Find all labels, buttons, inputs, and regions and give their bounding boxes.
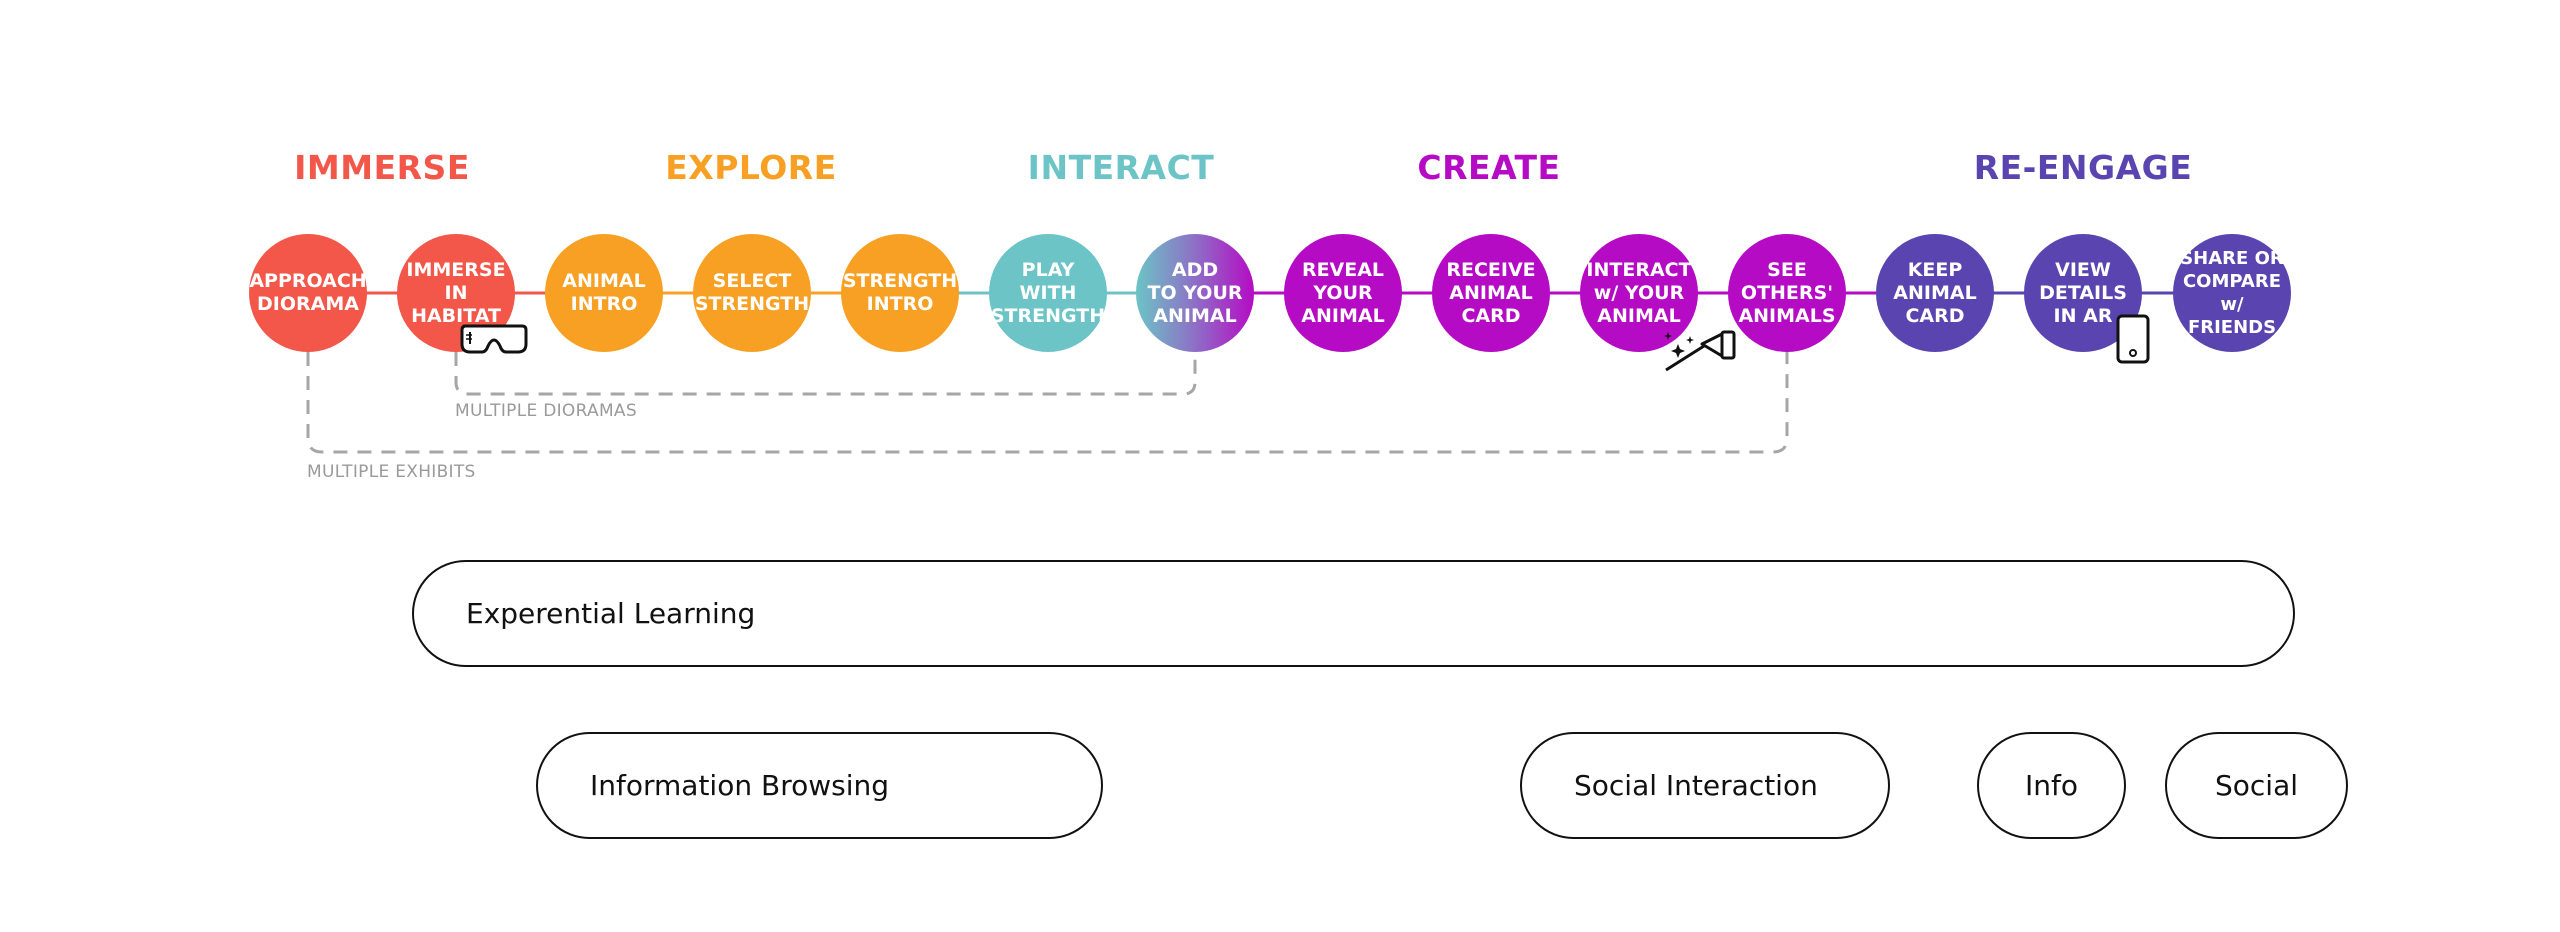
step-reveal-your-animal: REVEAL YOUR ANIMAL xyxy=(1284,234,1402,352)
category-social-interaction: Social Interaction xyxy=(1520,732,1890,839)
step-immerse-in-habitat: IMMERSE IN HABITAT xyxy=(397,234,515,352)
step-share-or-compare: SHARE OR COMPARE w/ FRIENDS xyxy=(2173,234,2291,352)
phase-create: CREATE xyxy=(1417,148,1561,187)
category-info: Info xyxy=(1977,732,2126,839)
step-approach-diorama: APPROACH DIORAMA xyxy=(249,234,367,352)
category-label: Social xyxy=(2214,769,2298,802)
step-keep-animal-card: KEEP ANIMAL CARD xyxy=(1876,234,1994,352)
step-see-others-animals: SEE OTHERS' ANIMALS xyxy=(1728,234,1846,352)
step-select-strength: SELECT STRENGTH xyxy=(693,234,811,352)
phase-interact: INTERACT xyxy=(1027,148,1215,187)
category-label: Social Interaction xyxy=(1574,769,1818,802)
vr-headset-icon xyxy=(460,324,528,354)
phase-immerse: IMMERSE xyxy=(294,148,470,187)
step-add-to-your-animal: ADD TO YOUR ANIMAL xyxy=(1136,234,1254,352)
smartphone-icon xyxy=(2116,314,2150,364)
phase-explore: EXPLORE xyxy=(665,148,837,187)
step-animal-intro: ANIMAL INTRO xyxy=(545,234,663,352)
step-strength-intro: STRENGTH INTRO xyxy=(841,234,959,352)
category-label: Experential Learning xyxy=(466,597,756,630)
step-interact-with-your-animal: INTERACT w/ YOUR ANIMAL xyxy=(1580,234,1698,352)
ar-wand-icon xyxy=(1664,330,1736,372)
category-information-browsing: Information Browsing xyxy=(536,732,1103,839)
category-experiential-learning: Experential Learning xyxy=(412,560,2295,667)
loop-label-multiple-exhibits: MULTIPLE EXHIBITS xyxy=(307,462,476,482)
step-receive-animal-card: RECEIVE ANIMAL CARD xyxy=(1432,234,1550,352)
loop-label-multiple-dioramas: MULTIPLE DIORAMAS xyxy=(455,401,637,421)
loop-multiple-dioramas xyxy=(454,352,1197,396)
category-label: Information Browsing xyxy=(590,769,890,802)
category-label: Info xyxy=(2025,769,2078,802)
step-play-with-strength: PLAY WITH STRENGTH xyxy=(989,234,1107,352)
category-social: Social xyxy=(2165,732,2348,839)
phase-re-engage: RE-ENGAGE xyxy=(1973,148,2193,187)
